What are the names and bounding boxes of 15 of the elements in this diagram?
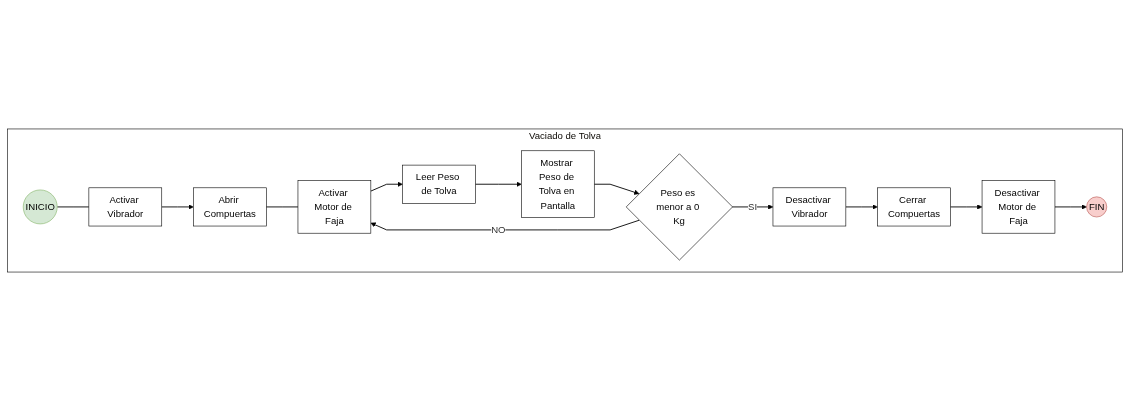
node-diamond: Peso es menor a 0 Kg: [625, 153, 733, 261]
node-box: Cerrar Compuertas: [877, 187, 951, 227]
node-circle: FIN: [1086, 196, 1108, 218]
edge-label: NO: [491, 224, 506, 235]
node-box: Desactivar Vibrador: [772, 187, 847, 227]
node-box: Desactivar Motor de Faja: [981, 180, 1056, 234]
node-box: Leer Peso de Tolva: [402, 164, 476, 204]
connector: [265, 206, 299, 208]
edge-label: SI: [748, 201, 758, 212]
node-box: Mostrar Peso de Tolva en Pantalla: [521, 150, 595, 218]
node-box: Abrir Compuertas: [193, 187, 267, 227]
node-box: Activar Vibrador: [88, 187, 163, 227]
node-circle: INICIO: [22, 189, 58, 225]
node-box: Activar Motor de Faja: [297, 180, 372, 234]
connector: [56, 206, 90, 208]
